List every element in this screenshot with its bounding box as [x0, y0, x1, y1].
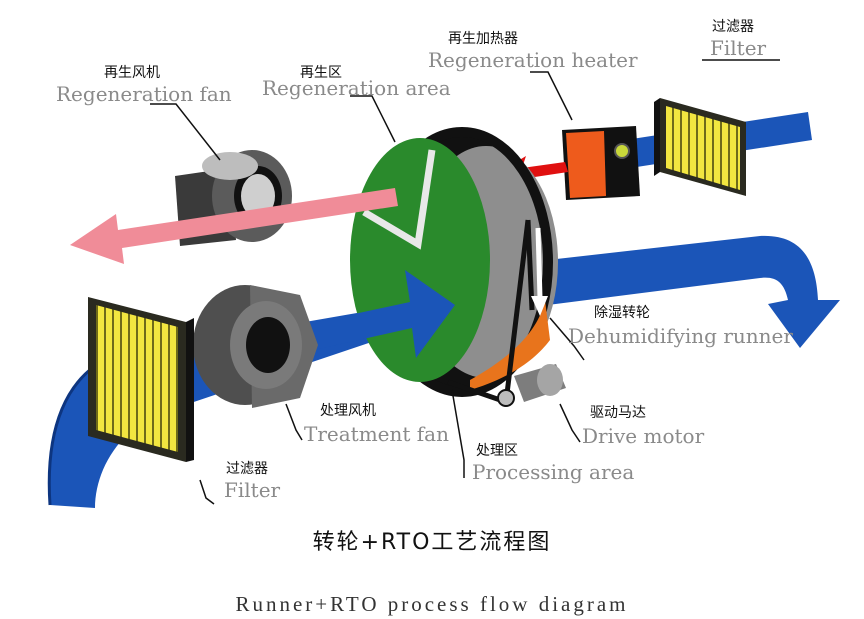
drive-motor	[447, 219, 566, 407]
regeneration-exhaust-arrow	[70, 188, 398, 264]
regeneration-heater-label-cn: 再生加热器	[448, 31, 518, 47]
filter-bottom-label-en: Filter	[224, 478, 281, 502]
dehumidifying-runner-label-en: Dehumidifying runner	[568, 324, 793, 348]
rotation-arrow	[531, 227, 548, 316]
regeneration-fan-label-cn: 再生风机	[104, 65, 160, 81]
treatment-fan-label-cn: 处理风机	[320, 403, 376, 419]
diagram-title-cn: 转轮+RTO工艺流程图	[312, 530, 552, 555]
dehumidifying-runner	[350, 127, 558, 397]
drive-motor-label-en: Drive motor	[582, 424, 705, 448]
filter-top-label-cn: 过滤器	[712, 19, 754, 35]
processing-area-label-cn: 处理区	[476, 443, 518, 459]
filter-top-label-en: Filter	[710, 36, 767, 60]
regeneration-heater-label-en: Regeneration heater	[428, 48, 638, 72]
filter-top	[654, 98, 746, 196]
processing-area-label-en: Processing area	[472, 460, 635, 484]
filter-bottom	[88, 297, 194, 462]
regeneration-heater	[562, 126, 640, 200]
regeneration-area-label-en: Regeneration area	[262, 76, 451, 100]
diagram-title-en: Runner+RTO process flow diagram	[235, 592, 629, 616]
leader-lines	[150, 59, 780, 505]
regeneration-area-label-cn: 再生区	[300, 65, 342, 81]
dehumidifying-runner-label-cn: 除湿转轮	[594, 305, 650, 321]
treatment-fan-label-en: Treatment fan	[304, 422, 449, 446]
filter-bottom-label-cn: 过滤器	[226, 461, 268, 477]
processing-outlet-duct	[530, 235, 840, 348]
regeneration-fan-label-en: Regeneration fan	[56, 82, 232, 106]
drive-motor-label-cn: 驱动马达	[590, 405, 646, 421]
treatment-fan	[193, 285, 318, 408]
